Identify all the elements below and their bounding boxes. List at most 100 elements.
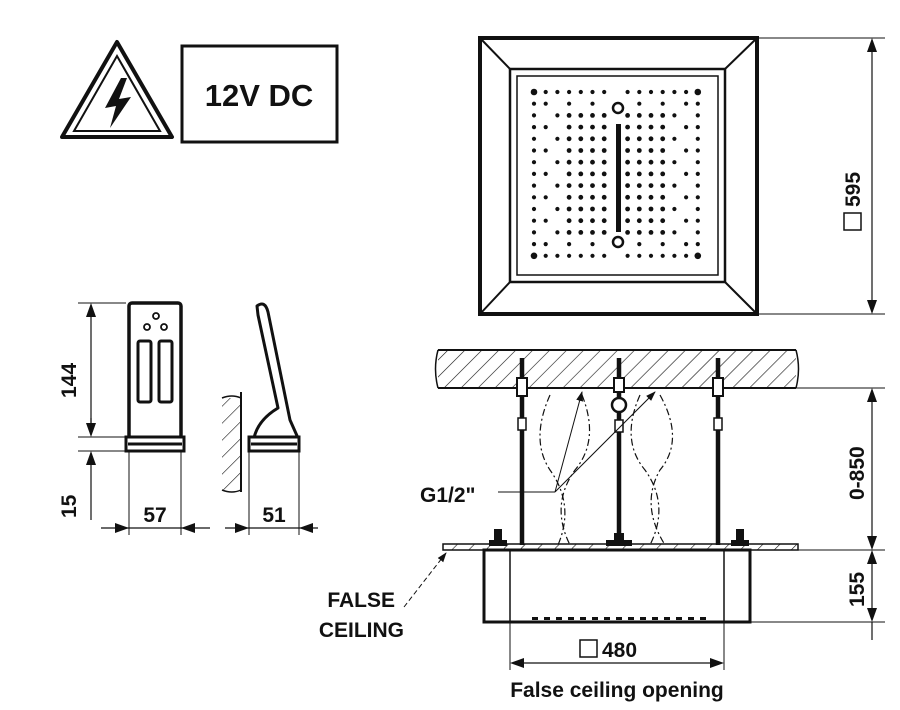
nozzle-dot [590, 136, 595, 142]
drop-range: 0-850 [846, 446, 869, 500]
nozzle-dot [566, 171, 572, 177]
nozzle-dot [578, 171, 584, 177]
nozzle-dot [672, 160, 677, 165]
nozzle-dot [566, 136, 572, 142]
dimension-57: 57 [101, 451, 210, 535]
high-voltage-warning-icon [60, 40, 174, 139]
nozzle-dot [566, 159, 572, 165]
nozzle-dot [636, 159, 642, 165]
nozzle-dot [625, 230, 630, 235]
top-led [611, 101, 625, 115]
nozzle-dot [590, 253, 595, 258]
nozzle-dot [590, 159, 595, 165]
control-unit-front [124, 301, 186, 453]
front-width: 57 [143, 504, 166, 527]
nozzle-dot [601, 124, 607, 130]
nozzle-dot [601, 183, 607, 189]
nozzle-dot [566, 218, 572, 224]
nozzle-dot [531, 206, 537, 212]
nozzle-dot [684, 125, 689, 130]
nozzle-dot [578, 230, 584, 235]
nozzle-dot [566, 124, 572, 130]
nozzle-dot [637, 253, 642, 258]
nozzle-dot [531, 218, 537, 223]
nozzle-dot [636, 194, 642, 200]
nozzle-dot [695, 218, 700, 223]
nozzle-dot [695, 136, 700, 141]
nozzle-dot [578, 113, 584, 118]
nozzle-dot [695, 206, 700, 212]
nozzle-dot [684, 195, 689, 200]
nozzle-dot [625, 113, 630, 118]
thread-callout: G1/2" [420, 391, 656, 507]
nozzle-dot [601, 194, 607, 200]
nozzle-dot [625, 171, 630, 177]
nozzle-dot [566, 113, 572, 118]
side-width: 51 [262, 504, 286, 527]
nozzle-dot [578, 194, 584, 200]
nozzle-dot [672, 136, 677, 141]
nozzle-dot [590, 218, 595, 224]
nozzle-dot [695, 242, 700, 247]
nozzle-dot [531, 125, 537, 130]
nozzle-dot [636, 218, 642, 224]
nozzle-dot [601, 113, 607, 118]
nozzle-dot [590, 89, 595, 95]
nozzle-dot [567, 89, 572, 95]
nozzle-dot [660, 242, 665, 247]
opening-caption: False ceiling opening [510, 679, 724, 702]
nozzle-dot [660, 136, 666, 142]
nozzle-dot [531, 230, 537, 235]
voltage-label-box: 12V DC [180, 44, 339, 144]
nozzle-dot [543, 242, 548, 247]
nozzle-dot [660, 171, 666, 177]
nozzle-dot [601, 159, 607, 165]
nozzle-dot [578, 124, 584, 130]
nozzle-dot [672, 206, 677, 212]
nozzle-dot [684, 218, 689, 223]
nozzle-dot [543, 125, 548, 130]
nozzle-tip [688, 617, 694, 620]
nozzle-dot [636, 113, 642, 118]
nozzle-dot [648, 171, 654, 177]
center-light-bar [616, 124, 621, 232]
nozzle-dot [625, 183, 630, 189]
nozzle-dot [566, 183, 572, 189]
nozzle-dot [684, 101, 689, 106]
nozzle-dot [637, 89, 642, 95]
nozzle-dot [695, 160, 700, 165]
nozzle-dot [648, 230, 654, 235]
nozzle-dot [601, 148, 607, 153]
nozzle-dot [625, 159, 630, 165]
nozzle-tip [676, 617, 682, 620]
nozzle-tip [532, 617, 538, 620]
nozzle-dot [695, 183, 700, 188]
nozzle-dot [660, 159, 666, 165]
dimension-drop: 0-850 155 [750, 387, 885, 640]
false-ceiling-callout: FALSE CEILING [319, 552, 447, 642]
nozzle-dot [531, 136, 537, 141]
nozzle-dot [531, 183, 537, 188]
square-symbol-icon [579, 639, 598, 658]
nozzle-dot [684, 242, 689, 247]
nozzle-dot [648, 253, 654, 258]
mount-nut-right [731, 529, 749, 546]
nozzle-dot [578, 148, 584, 153]
flexible-hoses [539, 394, 674, 546]
nozzle-tip [580, 617, 586, 620]
nozzle-dot [578, 159, 584, 165]
nozzle-dot [590, 171, 595, 177]
nozzle-dot [578, 218, 584, 224]
nozzle-dot [660, 218, 666, 224]
nozzle-dot [648, 194, 654, 200]
dimension-144-15: 144 15 [58, 302, 126, 520]
nozzle-dot [590, 148, 595, 153]
nozzle-dot [601, 206, 607, 212]
nozzle-dot [625, 136, 630, 142]
nozzle-dot [672, 113, 677, 118]
nozzle-dot [684, 148, 689, 153]
nozzle-dot [625, 206, 630, 212]
nozzle-dot [672, 230, 677, 235]
nozzle-tip [628, 617, 634, 620]
